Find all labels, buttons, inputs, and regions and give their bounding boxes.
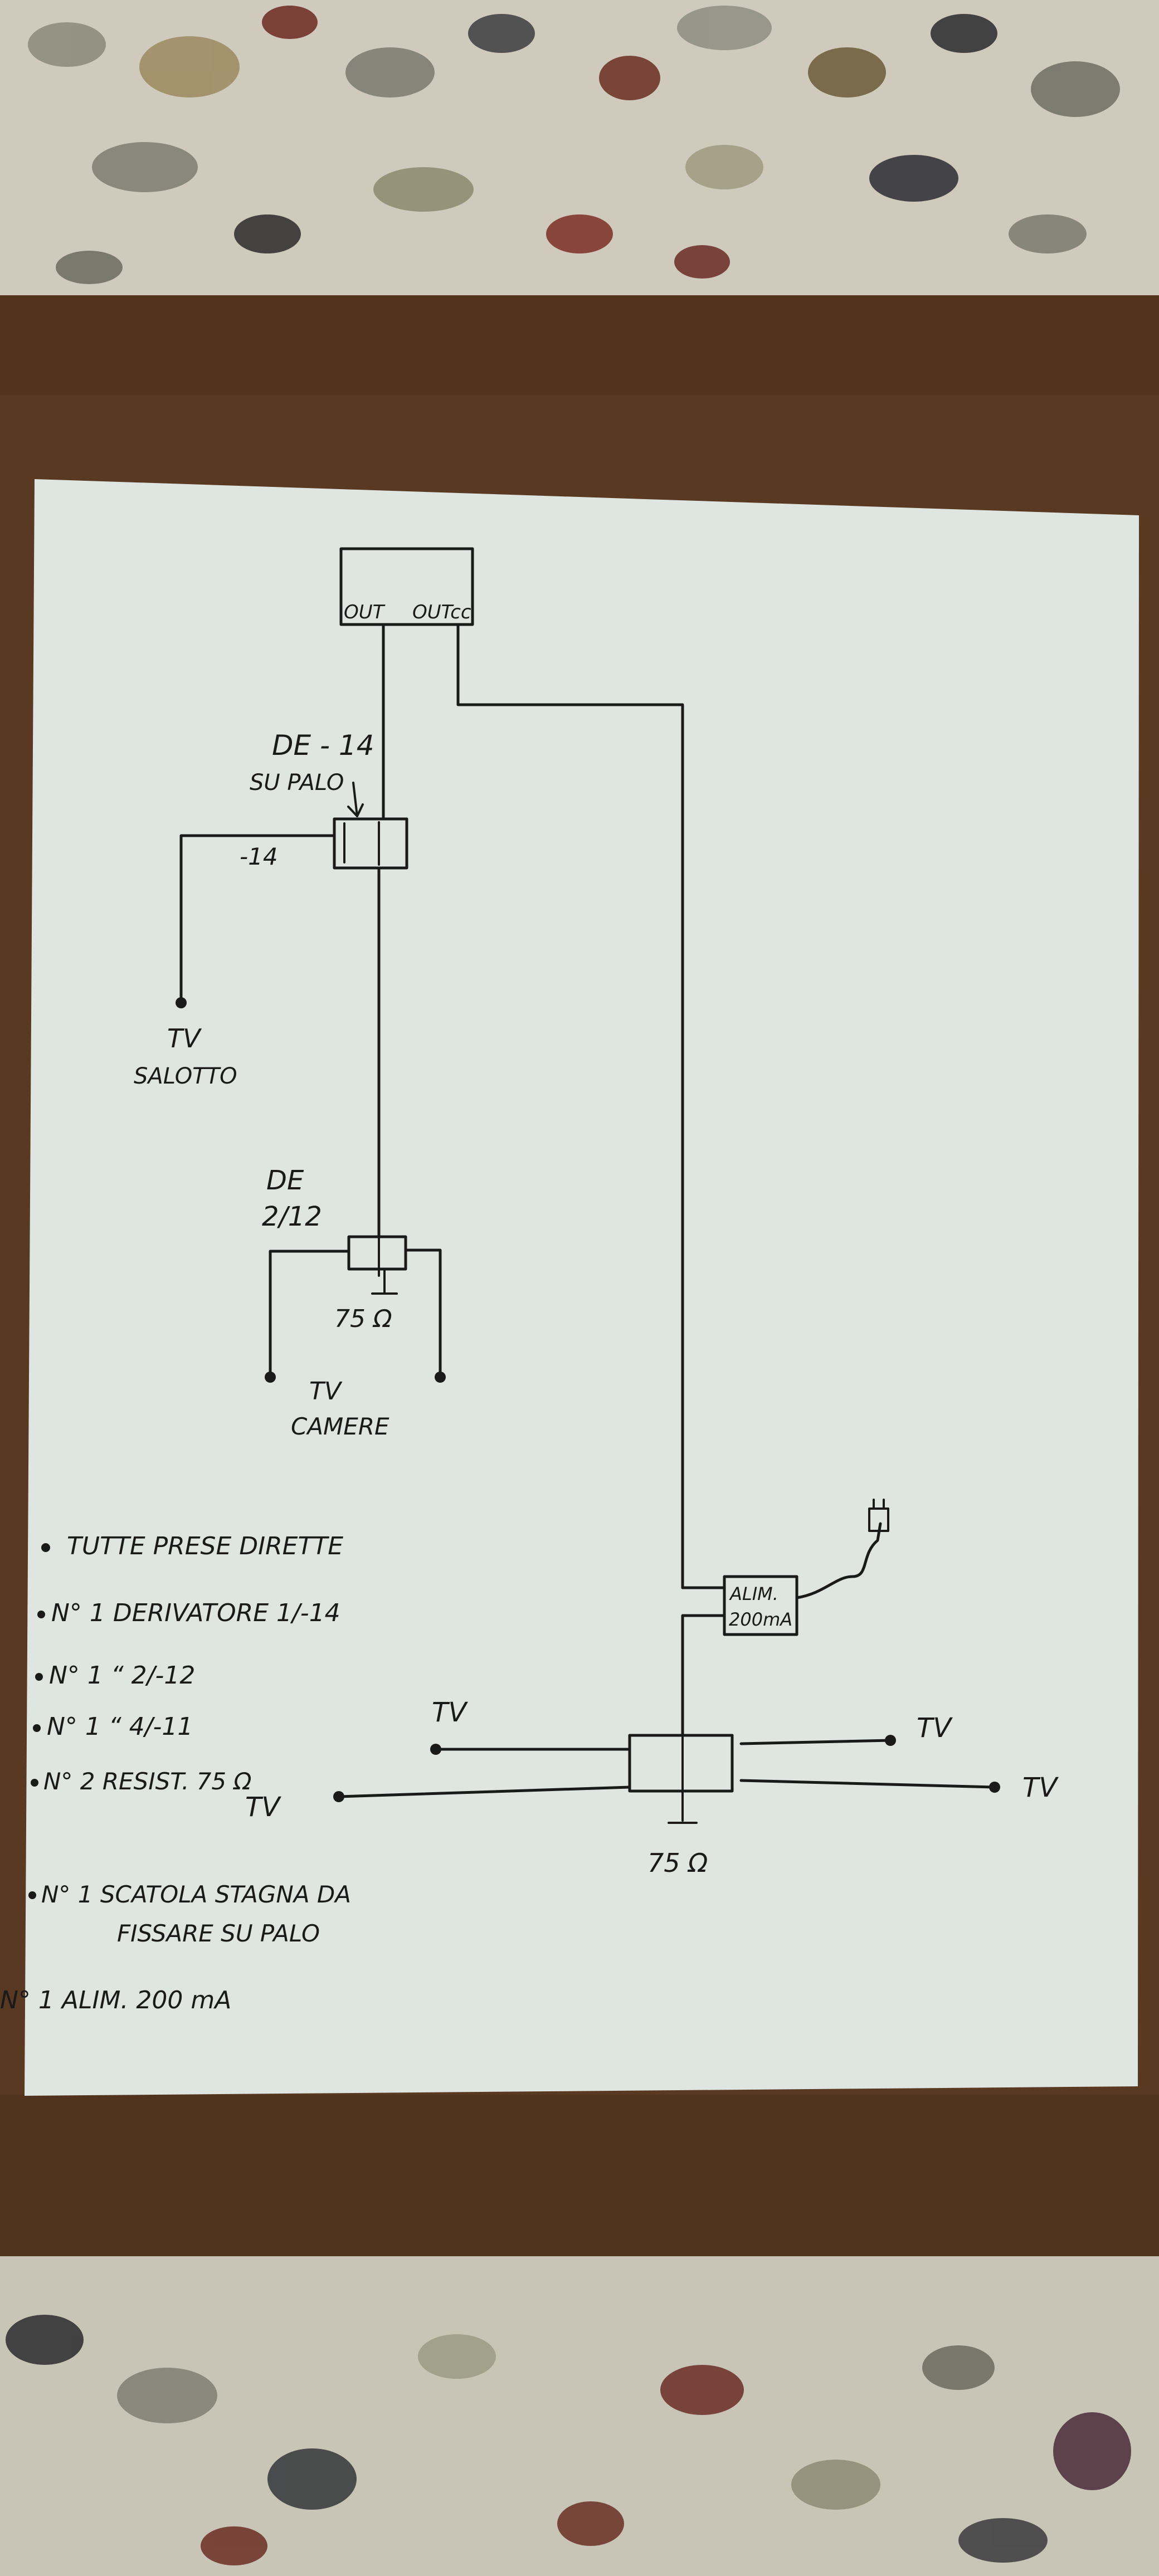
wire-tv-right-bottom xyxy=(739,1779,996,1789)
tv-left-bottom-label: TV xyxy=(245,1792,281,1823)
outlet-camere-left xyxy=(265,1372,276,1383)
paper-sheet xyxy=(25,479,1139,2096)
outlet-camere-right xyxy=(435,1372,446,1383)
right-trunk-wire xyxy=(456,623,684,1589)
tv-camere-line1: TV xyxy=(309,1377,343,1406)
terrazzo-stones-bottom xyxy=(6,2315,1131,2565)
outlet-salotto xyxy=(176,997,187,1008)
splitter1-label-line2: SU PALO xyxy=(250,770,344,796)
tap-wire-salotto xyxy=(179,834,336,1004)
note-5: N° 2 RESIST. 75 Ω xyxy=(43,1768,252,1795)
note-6: N° 1 SCATOLA STAGNA DA xyxy=(41,1881,351,1908)
plug-icon xyxy=(868,1507,889,1532)
splitter2-label-line2: 2/12 xyxy=(262,1201,322,1232)
splitter-de14 xyxy=(333,817,408,870)
power-supply-line2: 200mA xyxy=(729,1609,792,1630)
power-supply-line1: ALIM. xyxy=(729,1583,778,1604)
outlet-left-top xyxy=(430,1744,441,1755)
bottom-terminator-label: 75 Ω xyxy=(647,1848,708,1878)
tv-salotto-line1: TV xyxy=(167,1023,202,1053)
bottom-splitter xyxy=(628,1734,734,1793)
terrazzo-stones-top xyxy=(28,6,1120,284)
top-box-out-label: OUT xyxy=(344,601,386,623)
tv-outlets xyxy=(176,997,1000,1802)
outlet-right-top xyxy=(885,1735,896,1746)
tv-right-top-label: TV xyxy=(917,1713,953,1744)
bullet-5 xyxy=(31,1779,38,1787)
splitter-de2-12 xyxy=(347,1235,407,1271)
arrow-su-palo xyxy=(352,782,358,817)
tv-camere-line2: CAMERE xyxy=(291,1413,389,1440)
outlet-right-bottom xyxy=(989,1782,1000,1793)
tv-left-top-label: TV xyxy=(432,1697,468,1728)
wiring-diagram xyxy=(179,547,996,1824)
wire-tv-camere-right xyxy=(404,1248,442,1379)
outlet-left-bottom xyxy=(333,1791,344,1802)
note-1: TUTTE PRESE DIRETTE xyxy=(67,1532,343,1560)
bullet-1 xyxy=(41,1543,50,1552)
splitter2-terminator: 75 Ω xyxy=(334,1305,392,1333)
top-box xyxy=(339,547,474,626)
wire-tv-right-top xyxy=(739,1739,892,1745)
note-7: FISSARE SU PALO xyxy=(117,1920,320,1947)
wire-tv-camere-left xyxy=(269,1250,350,1379)
top-box-outcc-label: OUTcc xyxy=(412,601,471,623)
bullet-2 xyxy=(37,1611,45,1618)
bullet-3 xyxy=(35,1673,43,1681)
bullet-4 xyxy=(33,1724,41,1732)
wire-power-to-splitter xyxy=(681,1614,726,1737)
splitter2-label-line1: DE xyxy=(266,1165,304,1196)
plug-cable xyxy=(795,1522,882,1599)
tv-right-bottom-label: TV xyxy=(1022,1772,1059,1803)
splitter1-tap-value: -14 xyxy=(240,843,278,870)
wire-tv-left-bottom xyxy=(337,1785,631,1798)
bullet-6 xyxy=(28,1891,36,1899)
note-8: N° 1 ALIM. 200 mA xyxy=(0,1986,231,2014)
power-supply-box xyxy=(723,1575,798,1636)
note-2: N° 1 DERIVATORE 1/-14 xyxy=(51,1599,340,1627)
splitter1-label-line1: DE - 14 xyxy=(272,729,374,762)
note-3: N° 1 “ 2/-12 xyxy=(49,1661,195,1690)
note-4: N° 1 “ 4/-11 xyxy=(47,1713,193,1741)
tv-salotto-line2: SALOTTO xyxy=(134,1063,237,1089)
